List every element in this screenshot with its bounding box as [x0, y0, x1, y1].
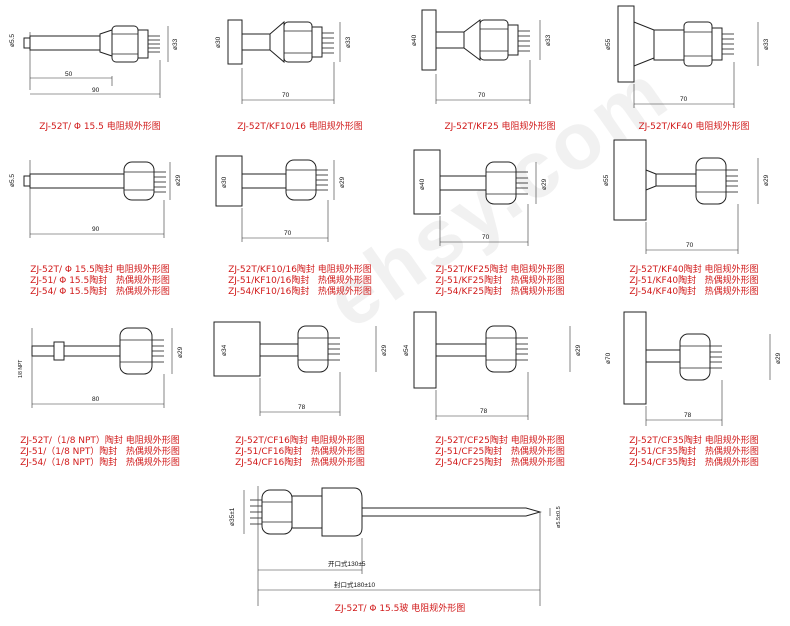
caption-line: ZJ-51/ Φ 15.5陶封 热偶规外形图 — [30, 276, 170, 287]
dim-dia-flange: ø30 — [215, 36, 222, 48]
caption-line: ZJ-54/ Φ 15.5陶封 热偶规外形图 — [30, 287, 170, 298]
dim-dia-flange: ø34 — [221, 344, 228, 356]
dim-dia-flange: ø70 — [605, 352, 612, 364]
caption: ZJ-52T/KF25 电阻规外形图 — [400, 122, 600, 133]
dim-len-b: 90 — [92, 87, 100, 94]
dim-dia-flange: ø30 — [221, 176, 228, 188]
caption-line: ZJ-54/CF35陶封 热偶规外形图 — [629, 458, 759, 469]
caption-line: ZJ-52T/KF10/16 电阻规外形图 — [237, 122, 363, 132]
dim-dia-flange: ø40 — [419, 178, 426, 190]
figure-r1c4: ø55 ø33 70 ZJ-52T/KF40 电阻规外形图 — [598, 0, 790, 140]
caption-line: ZJ-52T/KF40 电阻规外形图 — [638, 122, 750, 132]
caption-line: ZJ-51/KF40陶封 热偶规外形图 — [629, 276, 759, 287]
dim-len: 78 — [298, 404, 306, 411]
dim-dia-flange: ø54 — [403, 344, 410, 356]
caption-line: ZJ-52T/KF10/16陶封 电阻规外形图 — [228, 265, 372, 275]
dim-len: 80 — [92, 396, 100, 403]
dim-dia-body: ø29 — [175, 174, 182, 186]
caption-line: ZJ-52T/ Φ 15.5陶封 电阻规外形图 — [30, 265, 170, 275]
dim-len: 70 — [686, 242, 694, 249]
caption-line: ZJ-52T/CF35陶封 电阻规外形图 — [629, 436, 759, 446]
caption-line: ZJ-54/（1/8 NPT）陶封 热偶规外形图 — [20, 458, 180, 469]
dim-dia-body: ø33 — [545, 34, 552, 46]
dim-dia-body: ø29 — [763, 174, 770, 186]
dim-dia-small: ø5.5 — [9, 34, 16, 47]
dim-dia-body: ø29 — [575, 344, 582, 356]
dim-len: 70 — [284, 230, 292, 237]
caption-line: ZJ-52T/CF16陶封 电阻规外形图 — [235, 436, 365, 446]
dim-len-a: 50 — [65, 71, 73, 78]
dim-dia-body: ø35±1 — [229, 507, 236, 526]
figure-r3c1: 1/8 NPT ø29 80 ZJ-52T/（1/8 NPT）陶封 电阻规外形图… — [0, 318, 200, 473]
dim-dia-body: ø29 — [177, 346, 184, 358]
caption-line: ZJ-51/CF35陶封 热偶规外形图 — [629, 447, 759, 458]
caption-line: ZJ-51/（1/8 NPT）陶封 热偶规外形图 — [20, 447, 180, 458]
dim-thread: 1/8 NPT — [18, 360, 24, 378]
caption-line: ZJ-52T/ Φ 15.5玻 电阻规外形图 — [334, 604, 466, 614]
dim-len: 78 — [684, 412, 692, 419]
dim-len: 70 — [478, 92, 486, 99]
caption-line: ZJ-54/KF25陶封 热偶规外形图 — [435, 287, 565, 298]
dim-dia-tip: ø5.5±0.5 — [556, 506, 562, 528]
dim-dia-body: ø29 — [775, 352, 782, 364]
caption-line: ZJ-54/KF40陶封 热偶规外形图 — [629, 287, 759, 298]
dim-dia-small: ø5.5 — [9, 174, 16, 187]
dim-dia-body: ø33 — [345, 36, 352, 48]
dim-dia-flange: ø55 — [605, 38, 612, 50]
dim-len-open: 开口式130±5 — [328, 559, 366, 568]
dim-len: 78 — [480, 408, 488, 415]
dim-len: 70 — [482, 234, 490, 241]
dim-len: 90 — [92, 226, 100, 233]
caption: ZJ-52T/KF40 电阻规外形图 — [598, 122, 790, 133]
caption-line: ZJ-52T/CF25陶封 电阻规外形图 — [435, 436, 565, 446]
caption-line: ZJ-51/CF25陶封 热偶规外形图 — [435, 447, 565, 458]
figure-r4: ø35±1 ø5.5±0.5 开口式130±5 封口式180±10 ZJ-52T… — [220, 478, 580, 626]
figure-r1c3: ø40 ø33 70 ZJ-52T/KF25 电阻规外形图 — [400, 0, 600, 140]
caption-line: ZJ-51/KF10/16陶封 热偶规外形图 — [228, 276, 372, 287]
dim-dia-body: ø29 — [541, 178, 548, 190]
dim-len: 70 — [680, 96, 688, 103]
caption-line: ZJ-52T/KF25陶封 电阻规外形图 — [435, 265, 565, 275]
dim-len-sealed: 封口式180±10 — [334, 580, 376, 589]
dim-dia-body: ø29 — [339, 176, 346, 188]
dim-dia-body: ø33 — [763, 38, 770, 50]
caption-line: ZJ-51/KF25陶封 热偶规外形图 — [435, 276, 565, 287]
dim-dia-body: ø29 — [381, 344, 388, 356]
caption-line: ZJ-54/CF25陶封 热偶规外形图 — [435, 458, 565, 469]
caption: ZJ-52T/ Φ 15.5玻 电阻规外形图 — [220, 604, 580, 615]
caption: ZJ-52T/KF10/16 电阻规外形图 — [200, 122, 400, 133]
caption-line: ZJ-51/CF16陶封 热偶规外形图 — [235, 447, 365, 458]
caption-line: ZJ-54/KF10/16陶封 热偶规外形图 — [228, 287, 372, 298]
figure-r1c2: ø30 ø33 70 ZJ-52T/KF10/16 电阻规外形图 — [200, 0, 400, 140]
dim-dia-body: ø33 — [172, 38, 179, 50]
caption-line: ZJ-52T/KF25 电阻规外形图 — [444, 122, 556, 132]
caption-line: ZJ-54/CF16陶封 热偶规外形图 — [235, 458, 365, 469]
dim-len: 70 — [282, 92, 290, 99]
dim-dia-flange: ø55 — [603, 174, 610, 186]
figure-r1c1: ø5.5 ø33 50 90 ZJ-52T/ Φ 15.5 电阻规外形图 — [0, 0, 200, 140]
caption-line: ZJ-52T/KF40陶封 电阻规外形图 — [629, 265, 759, 275]
caption: ZJ-52T/ Φ 15.5 电阻规外形图 — [0, 122, 200, 133]
dim-dia-flange: ø40 — [411, 34, 418, 46]
caption-line: ZJ-52T/（1/8 NPT）陶封 电阻规外形图 — [20, 436, 180, 446]
caption-line: ZJ-52T/ Φ 15.5 电阻规外形图 — [39, 122, 161, 132]
